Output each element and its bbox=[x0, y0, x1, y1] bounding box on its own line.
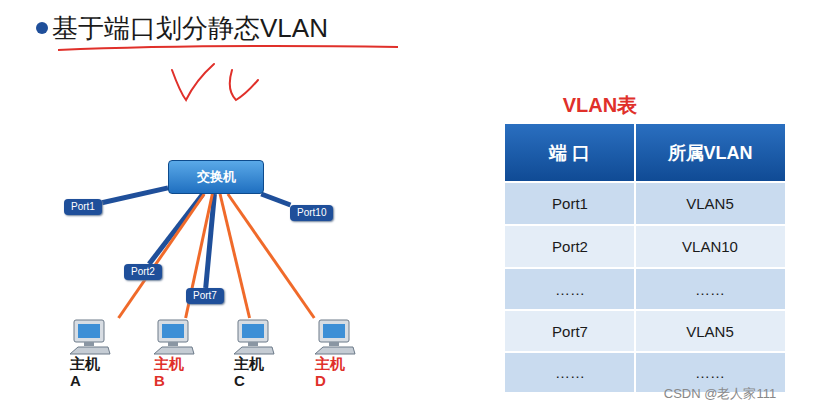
table-cell: VLAN10 bbox=[635, 225, 785, 268]
host-label: 主机 A bbox=[70, 356, 106, 389]
table-header-cell: 端 口 bbox=[505, 124, 635, 182]
table-header-cell: 所属VLAN bbox=[635, 124, 785, 182]
port-label: Port2 bbox=[131, 266, 155, 278]
port-tag: Port2 bbox=[124, 264, 162, 280]
port-tag: Port7 bbox=[186, 288, 224, 304]
port-link bbox=[102, 188, 168, 203]
table-cell: VLAN5 bbox=[635, 310, 785, 352]
table-cell: VLAN5 bbox=[635, 182, 785, 225]
host-icon bbox=[152, 318, 196, 356]
host-label: 主机 C bbox=[234, 356, 270, 389]
switch-label: 交换机 bbox=[197, 169, 236, 185]
table-cell: …… bbox=[505, 268, 635, 310]
table-cell: Port1 bbox=[505, 182, 635, 225]
host-node: 主机 A bbox=[68, 318, 120, 389]
vlan-table bbox=[505, 124, 785, 392]
port-link bbox=[149, 194, 203, 264]
port-label: Port7 bbox=[193, 290, 217, 302]
table-header bbox=[505, 124, 785, 182]
port-tag: Port1 bbox=[64, 199, 102, 215]
table-cell: …… bbox=[505, 352, 635, 392]
host-node: 主机 D bbox=[313, 318, 365, 389]
table-cell: Port7 bbox=[505, 310, 635, 352]
table-row bbox=[505, 268, 785, 310]
table-title: VLAN表 bbox=[545, 90, 655, 120]
host-icon bbox=[68, 318, 112, 356]
table-cell: Port2 bbox=[505, 225, 635, 268]
watermark: CSDN @老人家111 bbox=[630, 384, 810, 404]
cable-line bbox=[220, 194, 250, 318]
host-icon bbox=[232, 318, 276, 356]
host-node: 主机 B bbox=[152, 318, 204, 389]
table-row bbox=[505, 182, 785, 225]
host-label: 主机 D bbox=[315, 356, 351, 389]
port-label: Port10 bbox=[297, 207, 326, 219]
port-tag: Port10 bbox=[290, 205, 333, 221]
host-node: 主机 C bbox=[232, 318, 284, 389]
table-grid bbox=[505, 124, 785, 392]
port-label: Port1 bbox=[71, 201, 95, 213]
handwritten-scribble bbox=[172, 64, 258, 100]
table-cell: …… bbox=[635, 268, 785, 310]
title: 基于端口划分静态VLAN bbox=[52, 10, 328, 46]
host-label: 主机 B bbox=[154, 356, 190, 389]
table-row bbox=[505, 225, 785, 268]
host-icon bbox=[313, 318, 357, 356]
port-link bbox=[261, 194, 290, 205]
table-row bbox=[505, 310, 785, 352]
switch-box: 交换机 bbox=[168, 160, 264, 194]
title-bullet bbox=[36, 22, 48, 34]
red-underline bbox=[58, 46, 398, 50]
